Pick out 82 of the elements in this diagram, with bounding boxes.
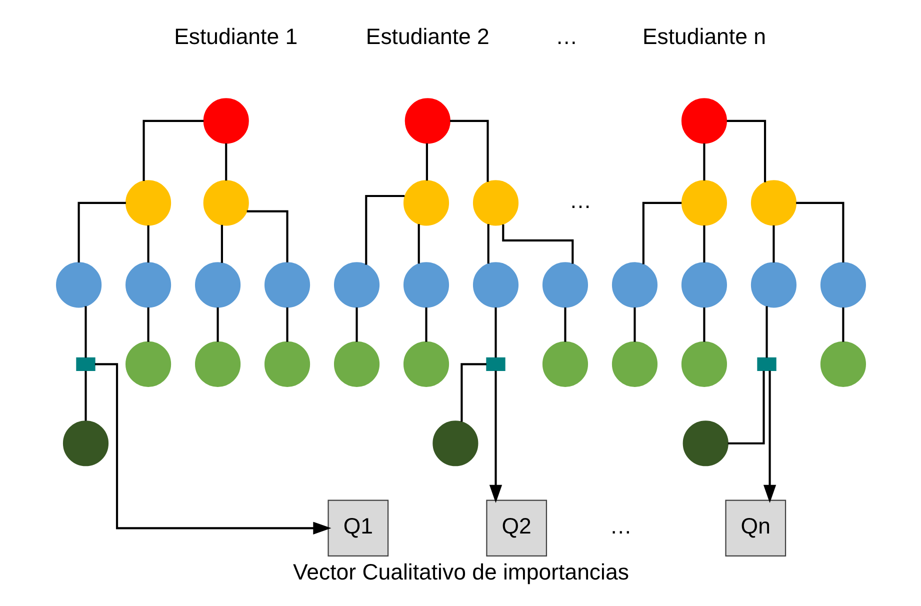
connector [146,307,149,342]
connector [84,370,86,421]
connector [765,306,768,358]
node-circle [202,98,248,144]
node-circle [264,262,310,308]
arrow [94,363,331,534]
node-box: Q1 [327,500,388,556]
node-box: Qn [724,500,786,556]
node-circle [472,180,518,226]
node-circle [402,341,449,387]
node-circle [125,341,171,387]
connector [642,202,682,264]
node-circle [820,262,866,308]
node-circle [194,341,240,387]
label: … [568,188,592,214]
connector [286,307,288,342]
node-circle [404,98,450,144]
label: Estudiante 1 [174,24,298,50]
node-circle [56,262,102,308]
node-circle [820,341,866,387]
connector [77,202,126,263]
node-circle [680,180,727,226]
connector [564,307,566,342]
connector [494,307,496,358]
node-circle [680,341,727,387]
connector [502,224,574,264]
connector [702,225,705,263]
connector [702,307,705,342]
node-circle [62,420,108,466]
connector [417,224,420,264]
node-circle [125,180,171,226]
node-circle [472,262,518,308]
node-circle [542,341,588,387]
connector [355,307,358,342]
connector [633,307,636,342]
connector [424,307,427,342]
node-circle [333,262,380,308]
node-circle [750,262,796,308]
connector [450,120,488,182]
connector [224,143,227,181]
node-circle [611,262,658,308]
connector [796,202,844,263]
connector [460,363,486,422]
node-box [756,357,776,371]
label: Estudiante 2 [365,24,489,50]
node-circle [194,262,240,308]
node-circle [611,341,658,387]
arrow [762,370,776,503]
connector [702,143,705,181]
label: … [555,24,578,50]
connector [772,225,774,263]
connector [246,210,288,262]
node-circle [333,341,380,387]
node-circle [202,180,248,226]
connector [84,306,86,358]
node-box [486,357,505,371]
node-circle [680,98,727,144]
connector [146,225,149,263]
connector [726,120,766,182]
node-circle [402,180,449,226]
connector [425,143,428,181]
label: Estudiante n [642,24,766,50]
node-circle [680,262,727,308]
node-box: Q2 [486,500,547,556]
caption: Vector Cualitativo de importancias [292,559,628,584]
node-circle [682,420,728,466]
node-circle [750,180,796,226]
connector [727,370,764,444]
node-circle [264,341,310,387]
node-circle [432,420,478,466]
connector [142,120,204,181]
node-circle [402,262,449,308]
connector [364,194,404,265]
connector [486,224,489,264]
connector [220,224,222,263]
label: … [609,513,632,538]
node-circle [125,262,171,308]
node-box [76,357,95,371]
connector [842,307,844,342]
connector [216,307,218,342]
arrow [488,370,502,503]
node-circle [542,262,588,308]
